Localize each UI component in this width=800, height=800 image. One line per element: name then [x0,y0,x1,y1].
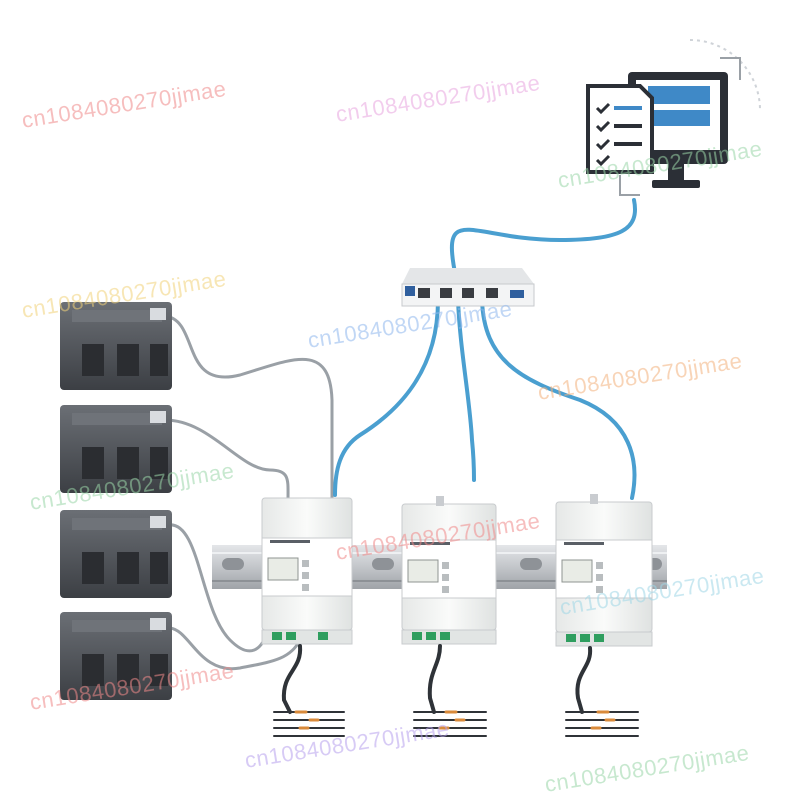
current-transformer-3 [60,510,172,598]
meter-2-wiring [413,644,487,737]
meter-1-wiring [273,644,345,737]
network-cables [333,198,637,500]
energy-meter-icon [261,494,653,647]
energy-meter-2 [401,496,497,645]
terminal-wires-icon [273,644,639,737]
sensor-leads [163,314,334,671]
ethernet-switch-icon [401,268,535,307]
current-transformer-2 [60,405,172,493]
energy-meter-1 [261,497,353,645]
current-transformer-icon [60,302,172,700]
current-transformer-1 [60,302,172,390]
energy-meter-3 [555,494,653,647]
current-transformer-4 [60,612,172,700]
checklist-icon [586,84,654,174]
meter-3-wiring [565,646,639,737]
